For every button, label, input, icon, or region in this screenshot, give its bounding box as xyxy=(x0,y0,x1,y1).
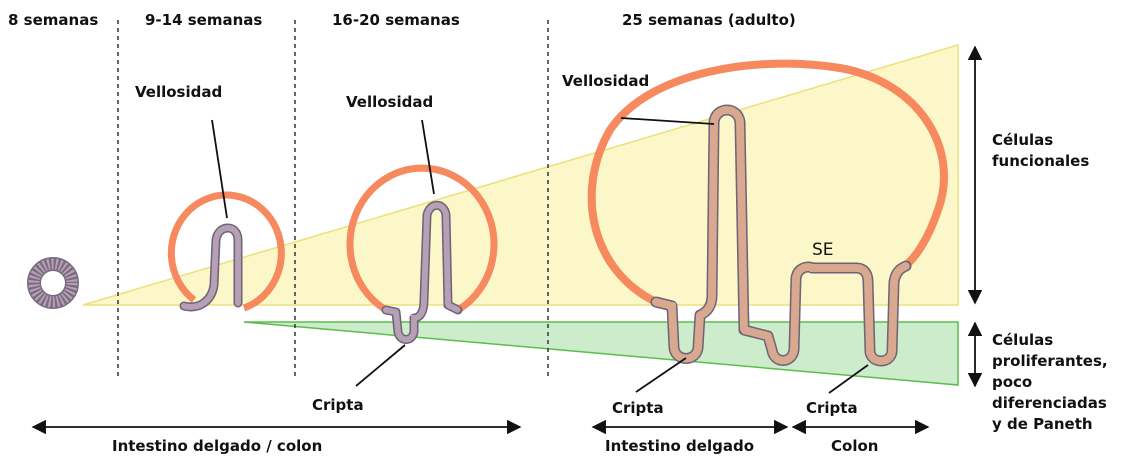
proliferating-cells-label-line-5: y de Paneth xyxy=(992,415,1093,433)
proliferating-cells-label-line-2: proliferantes, xyxy=(992,352,1108,370)
crypt-pointer-small-intestine xyxy=(635,357,687,393)
proliferating-cells-label-line-1: Células xyxy=(992,331,1053,349)
stage-25-structure xyxy=(587,59,948,394)
adult-epithelium-cells xyxy=(652,106,910,365)
crypt-label-colon: Cripta xyxy=(806,399,858,417)
stage-label-16-20-weeks: 16-20 semanas xyxy=(332,11,460,29)
stage-label-8-weeks: 8 semanas xyxy=(8,11,98,29)
functional-cells-label-line-2: funcionales xyxy=(992,152,1089,170)
villus-label-9-14: Vellosidad xyxy=(135,83,222,101)
crypt-label-small-intestine: Cripta xyxy=(612,399,664,417)
stage-label-25-weeks: 25 semanas (adulto) xyxy=(622,11,796,29)
proliferating-cells-label-line-4: diferenciadas xyxy=(992,394,1107,412)
villus-label-16-20: Vellosidad xyxy=(346,93,433,111)
se-label: SE xyxy=(812,240,834,260)
villus-pointer-16-20 xyxy=(421,119,435,195)
crypt-pointer-16-20 xyxy=(355,344,406,387)
stage-9-14-structure xyxy=(167,119,285,312)
villus-9-14-cells xyxy=(181,225,241,310)
villus-pointer-9-14 xyxy=(211,119,228,219)
region-label-colon: Colon xyxy=(831,437,878,455)
epithelial-tube-8-weeks-inner xyxy=(28,258,78,308)
lumen-ring-9-14 xyxy=(167,191,285,312)
villus-16-20-cells xyxy=(383,202,461,343)
crypt-label-16-20: Cripta xyxy=(312,396,364,414)
stage-16-20-structure xyxy=(346,119,498,387)
functional-cells-label-line-1: Células xyxy=(992,131,1053,149)
region-label-small-intestine: Intestino delgado xyxy=(605,437,754,455)
crypt-pointer-colon xyxy=(828,364,869,394)
proliferating-cells-label-line-3: poco xyxy=(992,373,1032,391)
lumen-ring-16-20 xyxy=(346,164,498,313)
stage-label-9-14-weeks: 9-14 semanas xyxy=(145,11,262,29)
lumen-ring-25 xyxy=(587,59,948,306)
proliferating-cells-zone xyxy=(243,321,959,386)
region-label-small-and-colon: Intestino delgado / colon xyxy=(112,437,322,455)
villus-label-25: Vellosidad xyxy=(562,72,649,90)
villus-pointer-25 xyxy=(620,117,715,125)
